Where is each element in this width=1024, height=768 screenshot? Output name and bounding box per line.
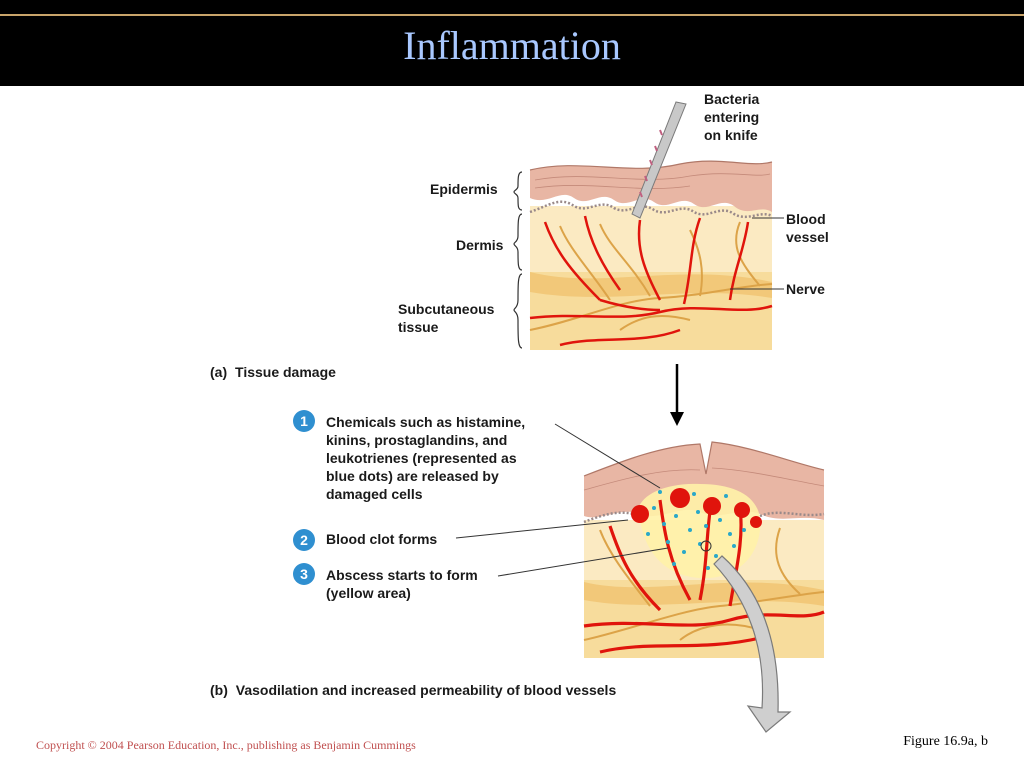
blood-vessels-b (583, 497, 825, 654)
step-2-leader (455, 519, 629, 539)
basement-membrane (529, 200, 773, 219)
step-1-line: leukotrienes (represented as (326, 450, 517, 466)
dermis-label: Dermis (456, 237, 504, 253)
epidermis-brace (513, 171, 523, 211)
bacteria-label-line: Bacteria (704, 91, 759, 107)
panel-a-letter: (a) (210, 364, 227, 380)
step-3-text: Abscess starts to form (yellow area) (326, 567, 482, 601)
abscess-area (638, 483, 761, 579)
panel-a-caption: (a) Tissue damage (210, 364, 336, 380)
inflammation-diagram: Bacteria entering on knife Epidermis Der… (210, 91, 830, 733)
figure-reference: Figure 16.9a, b (903, 734, 988, 749)
step-1-line: kinins, prostaglandins, and (326, 432, 507, 448)
step-3-line: (yellow area) (326, 585, 411, 601)
panel-b-letter: (b) (210, 682, 228, 698)
step-2-line: Blood clot forms (326, 531, 437, 547)
step-3-number: 3 (300, 566, 308, 582)
step-1-badge (293, 410, 315, 432)
bacteria-label-line: entering (704, 109, 759, 125)
blood-vessel-label-line: Blood (786, 211, 826, 227)
title-rule (0, 14, 1024, 16)
dermis-brace (513, 213, 523, 271)
subcutaneous-brace (513, 273, 523, 349)
skin-block-b (583, 441, 825, 658)
epidermis-surface (529, 160, 773, 171)
dermis-layer (530, 206, 772, 272)
step-1-line: damaged cells (326, 486, 423, 502)
slide-title: Inflammation (403, 23, 621, 68)
step-1-text: Chemicals such as histamine, kinins, pro… (326, 414, 529, 502)
panel-b-caption-text: Vasodilation and increased permeability … (236, 682, 617, 698)
blood-vessels-a (529, 215, 773, 347)
vessel-cross-section (700, 540, 712, 552)
knife (631, 101, 687, 219)
epidermis-lines (534, 173, 771, 189)
outflow-arrow (713, 555, 792, 733)
step-3-leader (497, 547, 669, 577)
step-1-leader (554, 423, 661, 489)
subcutaneous-label-line: tissue (398, 319, 439, 335)
transition-arrow-head (670, 412, 684, 426)
step-2-number: 2 (300, 532, 308, 548)
step-3-badge (293, 563, 315, 585)
step-1-line: blue dots) are released by (326, 468, 499, 484)
bacteria-dots (639, 129, 663, 198)
blood-clots (631, 488, 762, 528)
nerve-label: Nerve (786, 281, 825, 297)
step-1-number: 1 (300, 413, 308, 429)
skin-block-a (529, 101, 773, 350)
bacteria-label: Bacteria entering on knife (704, 91, 763, 143)
blood-vessel-label-line: vessel (786, 229, 829, 245)
step-3-line: Abscess starts to form (326, 567, 478, 583)
epidermis-surface-b (583, 441, 825, 477)
blood-vessel-label: Blood vessel (786, 211, 830, 245)
subcutaneous-label-line: Subcutaneous (398, 301, 495, 317)
step-1-line: Chemicals such as histamine, (326, 414, 525, 430)
panel-a-caption-text: Tissue damage (235, 364, 336, 380)
epidermis-label: Epidermis (430, 181, 498, 197)
copyright-notice: Copyright © 2004 Pearson Education, Inc.… (36, 738, 416, 752)
panel-b-caption: (b) Vasodilation and increased permeabil… (210, 682, 616, 698)
step-2-text: Blood clot forms (326, 531, 437, 547)
bacteria-label-line: on knife (704, 127, 758, 143)
nerve-fibers-b (583, 527, 825, 641)
subcutaneous-label: Subcutaneous tissue (398, 301, 498, 335)
step-2-badge (293, 529, 315, 551)
